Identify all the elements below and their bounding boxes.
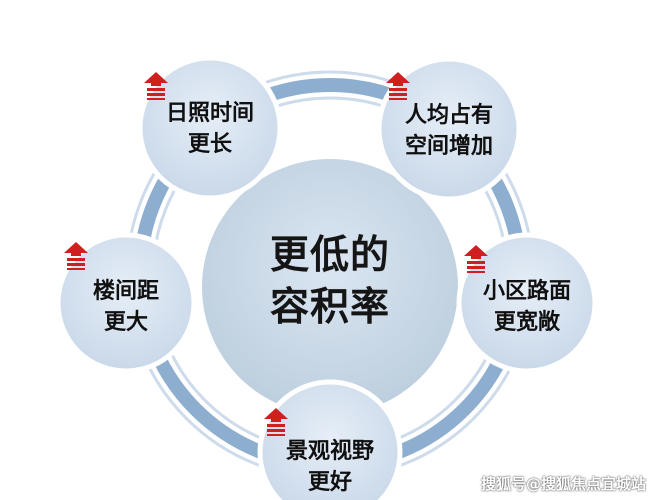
up-arrow-icon [144,72,168,100]
watermark: 搜狐号@搜狐焦点宜城站 [480,475,646,493]
node-label-line: 更宽敞 [493,310,560,335]
node-circle-view [257,379,403,500]
up-arrow-icon [464,245,488,273]
up-arrow-icon [264,408,288,436]
node-label-line: 更长 [187,132,232,157]
center-label: 更低的 容积率 [220,230,440,334]
node-label-line: 更好 [307,470,352,495]
node-circle-per-capita-space [376,56,522,202]
node-label-view: 景观视野 更好 [265,436,395,498]
up-arrow-icon [386,72,410,100]
up-arrow-icon [64,242,88,270]
center-label-line-1: 更低的 [269,233,390,278]
node-label-line: 日照时间 [165,101,254,126]
node-label-line: 更大 [103,310,148,335]
node-circle-road-surface [456,232,598,374]
node-label-line: 人均占有 [404,103,493,128]
node-label-line: 楼间距 [92,279,159,304]
node-label-per-capita-space: 人均占有 空间增加 [384,100,514,162]
node-label-road-surface: 小区路面 更宽敞 [462,276,592,338]
node-label-line: 空间增加 [404,134,493,159]
node-circle-building-spacing [55,232,197,374]
node-circle-sunlight [137,55,283,201]
center-label-line-2: 容积率 [269,285,390,330]
center-circle [202,159,458,415]
node-label-sunlight: 日照时间 更长 [145,98,275,160]
node-label-line: 景观视野 [285,439,374,464]
node-label-building-spacing: 楼间距 更大 [61,276,191,338]
node-label-line: 小区路面 [482,279,571,304]
